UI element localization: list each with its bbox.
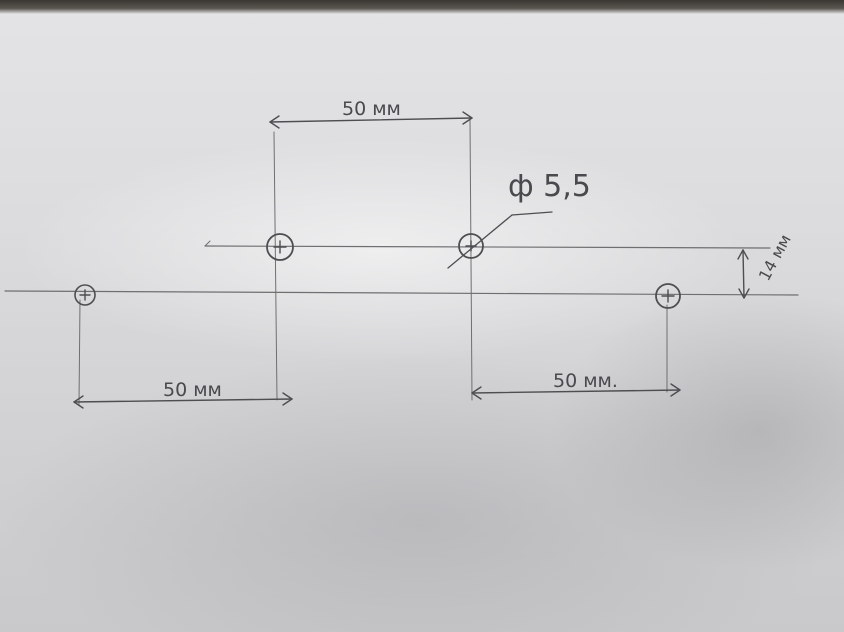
dim-top-label: 50 мм bbox=[342, 98, 401, 120]
dimension-top bbox=[269, 111, 473, 129]
extension-line-hole-1 bbox=[78, 299, 81, 406]
dimension-bottom-right bbox=[471, 383, 681, 400]
dim-vertical-label: 14 мм bbox=[755, 231, 795, 284]
hole-2 bbox=[266, 233, 294, 261]
upper-centerline bbox=[204, 245, 771, 249]
desk-edge bbox=[0, 0, 844, 14]
hole-4 bbox=[655, 283, 681, 309]
diameter-leader bbox=[447, 211, 553, 269]
upper-centerline-tick bbox=[204, 240, 211, 247]
dimension-bottom-left bbox=[73, 392, 293, 409]
dim-bottom-right-label: 50 мм. bbox=[553, 370, 618, 392]
extension-line-hole-2 bbox=[273, 131, 278, 401]
hole-1 bbox=[74, 284, 96, 306]
hole-3 bbox=[458, 233, 484, 259]
lower-centerline bbox=[4, 290, 799, 296]
hole-diameter-label: ф 5,5 bbox=[508, 169, 591, 204]
dim-bottom-left-label: 50 мм bbox=[163, 379, 222, 401]
dimension-vertical bbox=[737, 249, 750, 299]
extension-line-hole-3 bbox=[469, 119, 473, 401]
